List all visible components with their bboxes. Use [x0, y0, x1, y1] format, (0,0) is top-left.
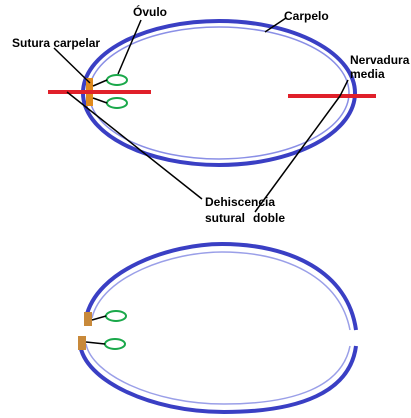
bottom-ovule-upper — [106, 311, 126, 321]
dehiscencia-label-line1: Dehiscencia — [205, 195, 275, 209]
lower-valve-outer — [80, 344, 356, 412]
dehiscencia-left-leader — [67, 92, 202, 199]
dehiscencia-label-line3: doble — [253, 211, 285, 225]
top-carpel-diagram: Óvulo Carpelo Sutura carpelar Nervadura … — [12, 4, 410, 225]
bottom-ovule-lower — [105, 339, 125, 349]
upper-suture-mark — [84, 312, 92, 326]
top-ovule-upper-stalk — [93, 80, 107, 86]
bottom-ovule-lower-stalk — [86, 342, 105, 344]
nervadura-label-line2: media — [350, 67, 385, 81]
ovulo-label: Óvulo — [133, 4, 167, 19]
ovulo-leader — [118, 20, 141, 74]
nervadura-media-leader — [340, 80, 348, 96]
sutura-carpelar-leader — [54, 48, 90, 83]
bottom-carpel-diagram — [78, 244, 356, 412]
top-ovule-upper — [107, 75, 127, 85]
top-ovule-lower — [107, 98, 127, 108]
top-ovule-lower-stalk — [93, 98, 107, 103]
dehiscencia-label-line2: sutural — [205, 211, 245, 225]
bottom-ovule-upper-stalk — [92, 316, 106, 320]
sutura-carpelar-label: Sutura carpelar — [12, 36, 100, 50]
lower-suture-mark — [78, 336, 86, 350]
lower-valve-inner — [86, 344, 350, 404]
carpelo-label: Carpelo — [284, 9, 329, 23]
nervadura-label-line1: Nervadura — [350, 53, 410, 67]
